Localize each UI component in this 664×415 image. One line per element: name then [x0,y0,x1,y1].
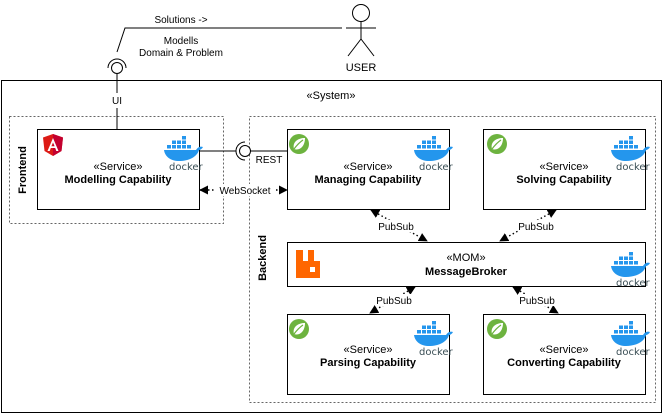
stick-figure-icon [346,4,376,57]
spring-icon [486,318,508,340]
system-label: «System» [307,90,356,102]
domain-problem-label: Domain & Problem [139,48,223,59]
pubsub-label: PubSub [519,296,555,307]
system-boundary [1,80,662,413]
ui-interface-port: UI [107,58,127,130]
pubsub-label: PubSub [378,222,414,233]
ui-label: UI [112,96,122,107]
service-name: Parsing Capability [320,357,417,369]
pubsub-broker-parsing: PubSub [369,286,416,314]
pubsub-label: PubSub [376,296,412,307]
service-stereotype: «Service» [94,161,143,173]
frontend-label: Frontend [17,146,29,194]
spring-icon [288,133,310,155]
service-managing: «Service» Managing Capability [287,129,454,210]
service-name: Modelling Capability [65,174,173,186]
service-name: Converting Capability [507,357,622,369]
websocket-label: WebSocket [220,186,271,197]
websocket-connection: WebSocket [199,184,288,197]
service-converting: «Service» Converting Capability [483,314,651,395]
models-label: Modells [164,36,198,47]
pubsub-broker-converting: PubSub [512,286,559,314]
spring-icon [486,133,508,155]
broker-stereotype: «MOM» [446,252,485,264]
spring-icon [288,318,310,340]
actor-label: USER [346,62,377,74]
pubsub-label: PubSub [518,222,554,233]
backend-label: Backend [257,235,269,281]
rest-label: REST [256,155,283,166]
backend-group: Backend [249,116,656,403]
service-name: Managing Capability [315,174,423,186]
service-stereotype: «Service» [344,344,393,356]
pubsub-managing-broker: PubSub [370,209,428,242]
service-stereotype: «Service» [540,161,589,173]
service-name: Solving Capability [516,174,612,186]
service-stereotype: «Service» [540,344,589,356]
user-ui-connection: Solutions -> Modells Domain & Problem [116,15,342,59]
service-stereotype: «Service» [344,161,393,173]
service-parsing: «Service» Parsing Capability [287,314,454,395]
user-actor: USER [346,4,377,74]
broker-name: MessageBroker [425,266,508,278]
rabbitmq-icon [296,250,320,278]
pubsub-solving-broker: PubSub [499,209,557,242]
service-solving: «Service» Solving Capability [483,129,651,210]
message-broker: «MOM» MessageBroker [287,242,651,289]
frontend-group: Frontend [9,116,224,224]
rest-connection: REST [199,141,288,166]
service-modelling: «Service» Modelling Capability [37,129,204,210]
solutions-label: Solutions -> [154,15,207,26]
angular-icon [43,134,63,156]
